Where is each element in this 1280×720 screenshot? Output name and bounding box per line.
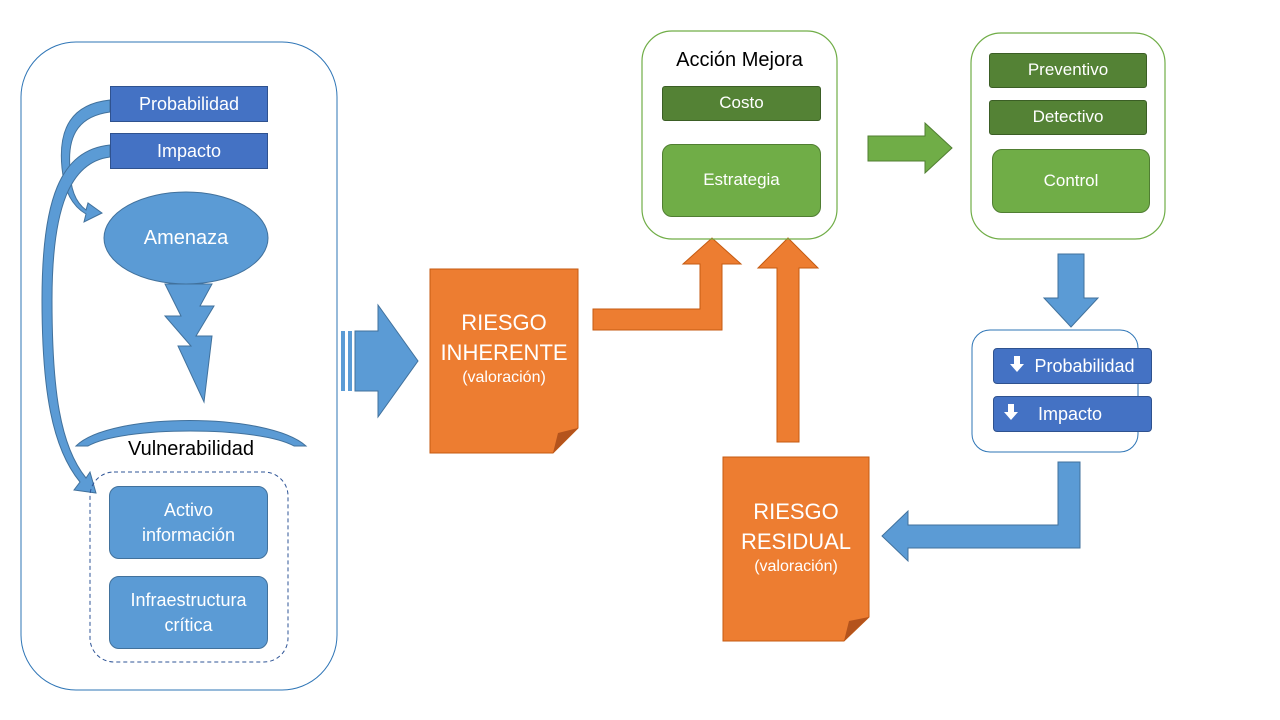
detective-label: Detectivo (1032, 107, 1104, 127)
fold-corner (844, 617, 869, 641)
inherent-risk-subtitle: (valoración) (462, 369, 546, 387)
bent-left-arrow-icon (881, 461, 1081, 563)
probability-box: Probabilidad (110, 86, 268, 122)
curved-arrow-icon (41, 144, 111, 494)
residual-risk-title-2: RESIDUAL (740, 528, 852, 554)
down-arrow-icon (1004, 402, 1018, 426)
asset-label-line2: información (141, 524, 236, 545)
down-block-arrow-icon (1042, 253, 1100, 328)
lightning-icon (163, 283, 215, 404)
action-title: Acción Mejora (642, 49, 837, 72)
block-arrow-icon (354, 303, 419, 419)
strategy-box: Estrategia (662, 144, 821, 217)
asset-box: Activo información (109, 486, 268, 559)
preventive-box: Preventivo (989, 53, 1147, 88)
cost-label: Costo (719, 93, 764, 113)
inherent-risk-title-1: RIESGO (461, 310, 547, 335)
fold-corner (553, 428, 578, 453)
residual-risk-subtitle: (valoración) (754, 558, 838, 576)
inherent-risk-title-2: INHERENTE (440, 339, 568, 365)
threat-panel-frame (20, 41, 338, 691)
infrastructure-label-line1: Infraestructura (130, 590, 247, 611)
control-box: Control (992, 149, 1150, 213)
detective-box: Detectivo (989, 100, 1147, 135)
infrastructure-box: Infraestructura crítica (109, 576, 268, 649)
strategy-label: Estrategia (703, 170, 780, 190)
threat-label: Amenaza (143, 226, 229, 249)
curved-arrow-icon (60, 99, 111, 223)
control-label: Control (1043, 170, 1099, 190)
controls-panel-frame (970, 32, 1166, 240)
threat-text: Amenaza (104, 218, 268, 258)
reduced-impact-label: Impacto (1038, 403, 1103, 424)
probability-label: Probabilidad (138, 93, 240, 114)
reduced-probability-label: Probabilidad (1034, 355, 1135, 376)
cost-box: Costo (662, 86, 821, 121)
action-title-label: Acción Mejora (676, 49, 803, 71)
vulnerability-arc (74, 420, 308, 447)
vulnerability-label: Vulnerabilidad (127, 438, 254, 460)
impact-label: Impacto (156, 140, 222, 161)
vulnerability-text: Vulnerabilidad (100, 438, 282, 461)
arrow-stripe (348, 331, 352, 391)
bent-up-arrow-icon (592, 237, 743, 331)
infrastructure-label-line2: crítica (164, 614, 213, 635)
impact-box: Impacto (110, 133, 268, 169)
reduced-panel-frame (971, 329, 1139, 453)
action-panel-frame (641, 30, 838, 240)
up-arrow-icon (756, 237, 820, 443)
right-arrow-icon (867, 121, 953, 175)
preventive-label: Preventivo (1027, 60, 1109, 80)
asset-group-frame (89, 471, 289, 663)
asset-label-line1: Activo (163, 500, 214, 521)
arrow-stripe (341, 331, 345, 391)
residual-risk-title-1: RIESGO (753, 499, 839, 524)
reduced-probability-box: Probabilidad (993, 348, 1152, 384)
down-arrow-icon (1010, 354, 1025, 378)
inherent-risk-text: RIESGO INHERENTE (valoración) (430, 308, 578, 390)
reduced-impact-box: Impacto (993, 396, 1152, 432)
residual-risk-text: RIESGO RESIDUAL (valoración) (723, 497, 869, 579)
